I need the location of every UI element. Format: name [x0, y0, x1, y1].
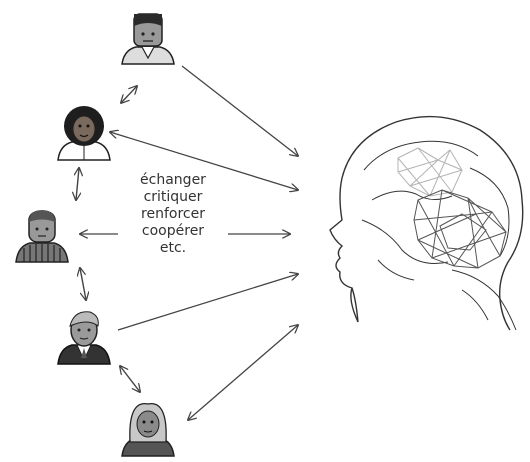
person-2-icon: [57, 106, 111, 161]
label-etc: etc.: [159, 240, 187, 256]
label-renforcer: renforcer: [141, 206, 205, 222]
arrow-person5-brain: [188, 325, 298, 420]
person-5-icon: [121, 403, 175, 457]
label-cooperer: coopérer: [141, 223, 205, 239]
neural-network-dark: [413, 189, 507, 269]
neural-network-light: [397, 147, 463, 197]
peer-arrows: [76, 86, 140, 392]
arrow-person1-brain: [181, 65, 298, 156]
brain-arrows: [80, 65, 298, 420]
label-echanger: échanger: [140, 172, 206, 188]
arrow-person1-person2: [121, 86, 137, 103]
person-3-icon: [15, 210, 69, 263]
arrow-person4-brain: [117, 274, 298, 331]
arrow-person2-person3: [76, 168, 79, 200]
label-critiquer: critiquer: [143, 189, 203, 205]
action-labels: échanger critiquer renforcer coopérer et…: [118, 172, 228, 257]
arrow-person2-brain: [110, 132, 298, 190]
arrow-person4-person5: [120, 366, 140, 392]
person-1-icon: [121, 13, 175, 65]
arrow-person3-person4: [80, 268, 86, 300]
brain-head-icon: [329, 115, 524, 331]
person-4-icon: [57, 311, 111, 365]
